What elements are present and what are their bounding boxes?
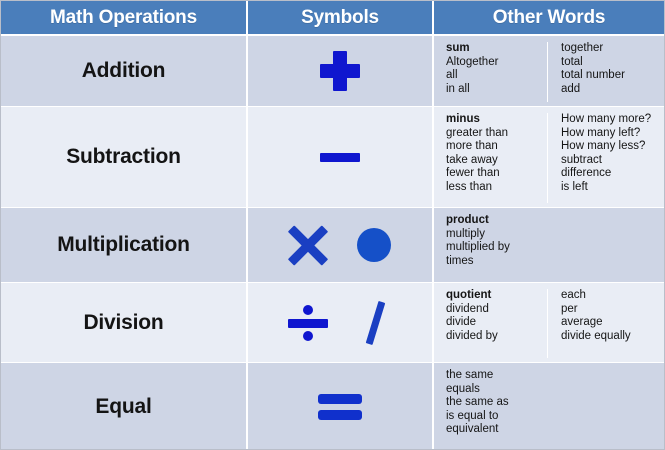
word-item: How many less? (561, 140, 646, 153)
operation-label: Addition (81, 59, 166, 82)
word-item: is equal to (446, 409, 499, 422)
symbols-cell-equal (248, 363, 434, 449)
word-item: How many left? (561, 126, 641, 139)
word-item: all (446, 69, 458, 82)
header-cell-other-words: Other Words (434, 1, 664, 34)
word-item: multiplied by (446, 241, 510, 254)
word-item: greater than (446, 126, 509, 139)
word-item: in all (446, 82, 470, 95)
word-item: minus (446, 113, 480, 125)
word-item: subtract (561, 153, 602, 166)
header-label-math-operations: Math Operations (50, 6, 197, 28)
operation-label: Division (83, 310, 164, 334)
word-item: multiply (446, 227, 485, 240)
header-label-symbols: Symbols (301, 6, 379, 28)
word-item: average (561, 316, 603, 329)
word-item: How many more? (561, 113, 652, 125)
word-item: difference (561, 167, 612, 180)
word-item: per (561, 302, 578, 315)
operation-name-equal: Equal (1, 363, 248, 449)
word-item: divide equally (561, 329, 631, 342)
plus-symbol-icon (320, 51, 360, 91)
symbols-cell-multiplication (248, 208, 434, 282)
word-item: sum (446, 42, 470, 54)
divide-obelus-symbol-icon (288, 304, 328, 341)
operation-name-multiplication: Multiplication (1, 208, 248, 282)
operation-name-division: Division (1, 283, 248, 362)
table-header-row: Math Operations Symbols Other Words (1, 1, 664, 36)
word-item: total (561, 55, 583, 68)
word-item: add (561, 82, 581, 95)
word-list-secondary: How many more?How many left?How many les… (548, 113, 664, 203)
symbols-cell-addition (248, 36, 434, 106)
word-item: the same as (446, 396, 509, 409)
divide-slash-symbol-icon (358, 301, 392, 345)
multiply-dot-symbol-icon (357, 228, 391, 262)
operation-label: Equal (95, 394, 152, 418)
word-item: times (446, 254, 474, 267)
word-item: is left (561, 180, 588, 193)
word-item: the same (446, 369, 494, 381)
header-label-other-words: Other Words (492, 6, 606, 28)
word-item: equals (446, 382, 480, 395)
word-item: each (561, 289, 586, 301)
word-item: divide (446, 316, 477, 329)
word-item: less than (446, 180, 493, 193)
symbols-cell-subtraction (248, 107, 434, 207)
word-item: together (561, 42, 604, 54)
word-item: product (446, 214, 489, 226)
word-item: divided by (446, 329, 498, 342)
word-item: equivalent (446, 423, 499, 436)
operation-label: Subtraction (66, 145, 181, 168)
operation-name-subtraction: Subtraction (1, 107, 248, 207)
operation-name-addition: Addition (1, 36, 248, 106)
word-item: fewer than (446, 167, 500, 180)
word-item: Altogether (446, 55, 499, 68)
word-item: more than (446, 140, 498, 153)
minus-symbol-icon (320, 152, 360, 162)
operation-label: Multiplication (57, 233, 190, 256)
word-item: total number (561, 69, 625, 82)
word-item: dividend (446, 302, 489, 315)
equals-symbol-icon (318, 393, 362, 420)
multiply-cross-symbol-icon (289, 226, 327, 264)
header-cell-symbols: Symbols (248, 1, 434, 34)
word-item: take away (446, 153, 498, 166)
word-item: quotient (446, 289, 492, 301)
header-cell-math-operations: Math Operations (1, 1, 248, 34)
symbols-cell-division (248, 283, 434, 362)
